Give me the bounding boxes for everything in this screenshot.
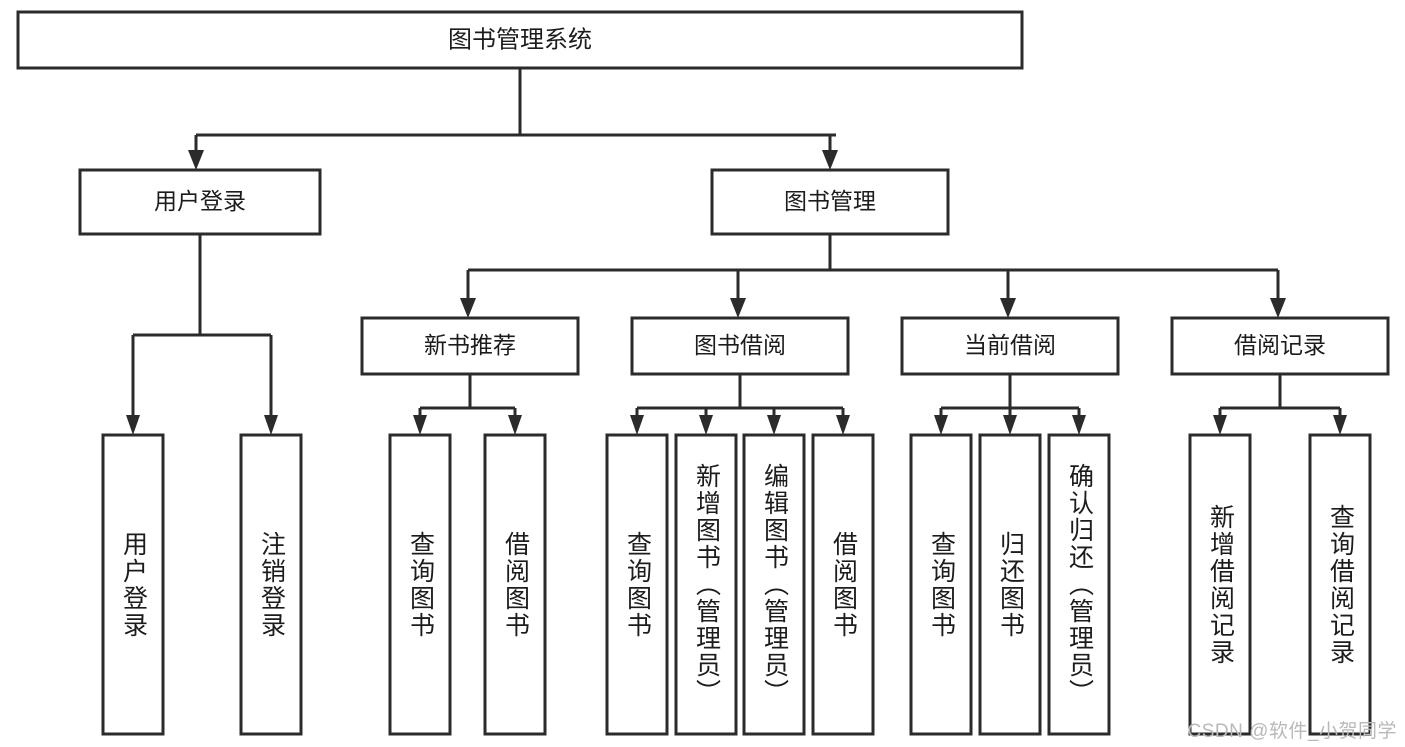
node-leaf-edit-book-box[interactable] [742, 433, 806, 736]
arrow-head-book-manage [822, 150, 838, 170]
node-user-login-label: 用户登录 [154, 188, 246, 214]
connector-current-borrow-to-leaves [934, 374, 1086, 435]
arrow-head-borrow-record [1270, 298, 1286, 318]
connector-new-book-rec-to-leaves [413, 374, 522, 435]
arrow-head-leaf-add-book [699, 415, 713, 435]
node-leaf-return-book-box[interactable] [978, 433, 1042, 736]
node-user-login[interactable]: 用户登录 [78, 168, 322, 236]
node-leaf-query-book-2-box[interactable] [605, 433, 669, 736]
node-root-system[interactable]: 图书管理系统 [16, 10, 1024, 70]
node-new-book-rec-label: 新书推荐 [424, 332, 516, 358]
node-leaf-query-book-3-box[interactable] [909, 433, 973, 736]
node-leaf-add-record-box[interactable] [1188, 433, 1252, 736]
arrow-head-book-borrow [730, 298, 746, 318]
connector-root-to-level1 [188, 68, 838, 170]
arrow-head-leaf-borrow-book-1 [508, 415, 522, 435]
arrow-head-leaf-query-record [1333, 415, 1347, 435]
arrow-head-leaf-borrow-book-2 [836, 415, 850, 435]
node-borrow-record[interactable]: 借阅记录 [1170, 316, 1390, 376]
node-current-borrow[interactable]: 当前借阅 [900, 316, 1120, 376]
arrow-head-user-login [188, 150, 204, 170]
arrow-head-leaf-edit-book [767, 415, 781, 435]
node-current-borrow-label: 当前借阅 [964, 332, 1056, 358]
arrow-head-leaf-user-login [126, 415, 140, 435]
arrow-head-leaf-add-record [1213, 415, 1227, 435]
arrow-head-leaf-query-book-2 [630, 415, 644, 435]
node-user-login-box[interactable] [78, 168, 322, 236]
connector-book-borrow-to-leaves [630, 374, 850, 435]
node-book-borrow-box[interactable] [630, 316, 850, 376]
leaf-boxes-group [101, 433, 1372, 736]
node-book-borrow[interactable]: 图书借阅 [630, 316, 850, 376]
connector-borrow-record-to-leaves [1213, 374, 1347, 435]
node-current-borrow-box[interactable] [900, 316, 1120, 376]
node-leaf-add-book-box[interactable] [674, 433, 738, 736]
arrow-head-leaf-confirm-return [1072, 415, 1086, 435]
node-borrow-record-box[interactable] [1170, 316, 1390, 376]
connector-book-manage-to-level2 [460, 234, 1286, 318]
node-borrow-record-label: 借阅记录 [1234, 332, 1326, 358]
node-leaf-user-login-box[interactable] [101, 433, 165, 736]
node-leaf-borrow-book-1-box[interactable] [483, 433, 547, 736]
node-book-manage[interactable]: 图书管理 [710, 168, 950, 236]
node-book-manage-box[interactable] [710, 168, 950, 236]
arrow-head-new-book-rec [460, 298, 476, 318]
node-book-borrow-label: 图书借阅 [694, 332, 786, 358]
node-leaf-borrow-book-2-box[interactable] [811, 433, 875, 736]
node-new-book-rec[interactable]: 新书推荐 [360, 316, 580, 376]
node-new-book-rec-box[interactable] [360, 316, 580, 376]
node-leaf-query-record-box[interactable] [1308, 433, 1372, 736]
arrow-head-leaf-query-book-1 [413, 415, 427, 435]
node-root-system-label: 图书管理系统 [448, 26, 592, 53]
node-leaf-confirm-return-box[interactable] [1047, 433, 1111, 736]
node-root-system-box[interactable] [16, 10, 1024, 70]
arrow-head-current-borrow [1000, 298, 1016, 318]
arrow-head-leaf-user-logout [264, 415, 278, 435]
node-leaf-user-logout-box[interactable] [239, 433, 303, 736]
arrow-head-leaf-query-book-3 [934, 415, 948, 435]
arrow-head-leaf-return-book [1003, 415, 1017, 435]
watermark-text: CSDN @软件_小贺同学 [1187, 721, 1397, 742]
node-leaf-query-book-1-box[interactable] [388, 433, 452, 736]
node-book-manage-label: 图书管理 [784, 188, 876, 214]
connector-user-login-to-leaves [126, 234, 278, 435]
